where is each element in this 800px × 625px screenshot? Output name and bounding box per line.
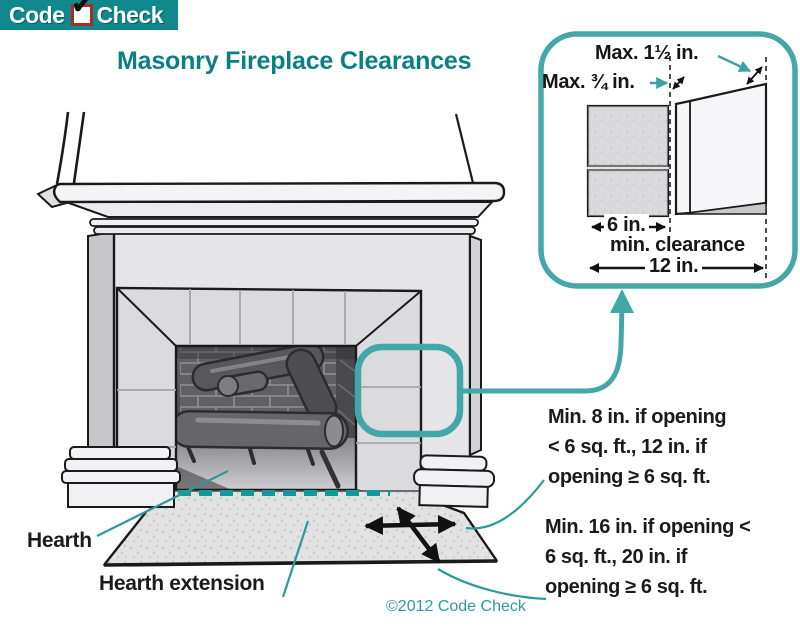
pointer-max-top [717, 54, 752, 73]
copyright-text: ©2012 Code Check [386, 598, 526, 615]
hearth-label: Hearth [27, 529, 92, 552]
inset-dimension-12in: 12 in. [645, 255, 703, 278]
gap-arrow-one-half [746, 66, 763, 85]
mantel [36, 181, 506, 235]
side-note-pointer-curve [465, 479, 545, 530]
logo-word-check: Check [96, 2, 164, 28]
hearth-extension-label: Hearth extension [99, 572, 265, 595]
log-set [170, 342, 349, 489]
front-clearance-arrow [396, 506, 441, 564]
clearance-markers [96, 289, 634, 601]
logo-word-code: Code [9, 2, 65, 28]
note-line: 6 sq. ft., 20 in. if [545, 546, 688, 568]
inset-label-max-one-half: Max. 1½ in. [595, 42, 699, 64]
hearth-pointer-line [96, 470, 229, 537]
note-line: Min. 16 in. if opening < [545, 516, 751, 538]
inset-connector-line [459, 305, 625, 394]
note-line: opening ≥ 6 sq. ft. [548, 466, 711, 488]
note-line: < 6 sq. ft., 12 in. if [548, 436, 707, 458]
plinth-right [413, 454, 496, 508]
checkbox-icon: ✔ [70, 0, 93, 26]
front-clearance-note: Min. 16 in. if opening < 6 sq. ft., 20 i… [545, 512, 751, 602]
gap-arrow-three-quarter [672, 76, 685, 90]
chimney-lines [55, 111, 475, 185]
code-check-logo: Code ✔ Check [0, 0, 178, 30]
front-note-pointer-curve [437, 568, 547, 601]
page-title: Masonry Fireplace Clearances [117, 47, 472, 75]
firebox-and-surround [115, 286, 423, 498]
note-line: opening ≥ 6 sq. ft. [545, 576, 708, 598]
side-clearance-note: Min. 8 in. if opening < 6 sq. ft., 12 in… [548, 402, 727, 492]
checkmark-icon: ✔ [71, 0, 93, 19]
inset-connector-arrowhead [610, 289, 634, 313]
inset-dimension-clearance: min. clearance [610, 234, 745, 256]
plinth-left [61, 446, 181, 508]
note-line: Min. 8 in. if opening [548, 406, 727, 428]
hearth-extension-pointer-line [281, 520, 310, 598]
inset-label-max-three-quarter: Max. ¾ in. [542, 71, 635, 93]
